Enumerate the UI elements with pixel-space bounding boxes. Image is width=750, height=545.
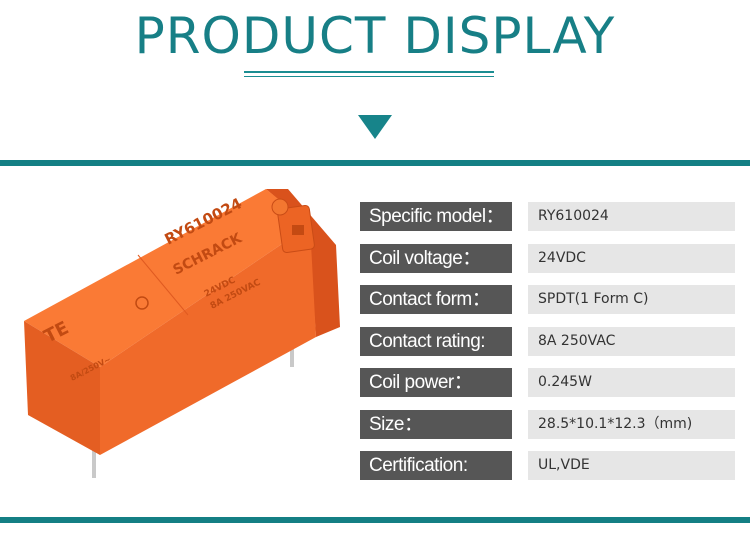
relay-mold-line: [137, 254, 189, 316]
relay-side-face: [100, 225, 316, 455]
top-divider-band: [0, 160, 750, 166]
spec-label: Coil power：: [360, 368, 512, 397]
spec-label: Specific model：: [360, 202, 512, 231]
relay-terminal-hole: [271, 198, 289, 216]
relay-cert-mark: [135, 296, 149, 310]
relay-end-face: [266, 189, 340, 337]
spec-label: Contact form：: [360, 285, 512, 314]
relay-front-face: [24, 321, 100, 455]
spec-label: Contact rating:: [360, 327, 512, 356]
title-underline: [244, 71, 494, 73]
bottom-divider-band: [0, 517, 750, 523]
down-triangle-icon: [358, 115, 392, 139]
relay-pin: [290, 335, 294, 367]
spec-value: UL,VDE: [528, 451, 735, 480]
spec-value: 8A 250VAC: [528, 327, 735, 356]
relay-product-image: RY610024 SCHRACK TE 24VDC 8A 250VAC 8A/2…: [24, 189, 340, 478]
page-title: PRODUCT DISPLAY: [134, 7, 616, 65]
spec-value: 0.245W: [528, 368, 735, 397]
relay-top-face: [24, 189, 310, 367]
spec-value: 28.5*10.1*12.3（mm): [528, 410, 735, 439]
spec-label: Coil voltage：: [360, 244, 512, 273]
spec-value: SPDT(1 Form C): [528, 285, 735, 314]
spec-label: Certification:: [360, 451, 512, 480]
spec-value: 24VDC: [528, 244, 735, 273]
spec-value: RY610024: [528, 202, 735, 231]
spec-label: Size：: [360, 410, 512, 439]
relay-terminal-slot: [292, 225, 304, 235]
title-underline-thin: [244, 76, 494, 77]
